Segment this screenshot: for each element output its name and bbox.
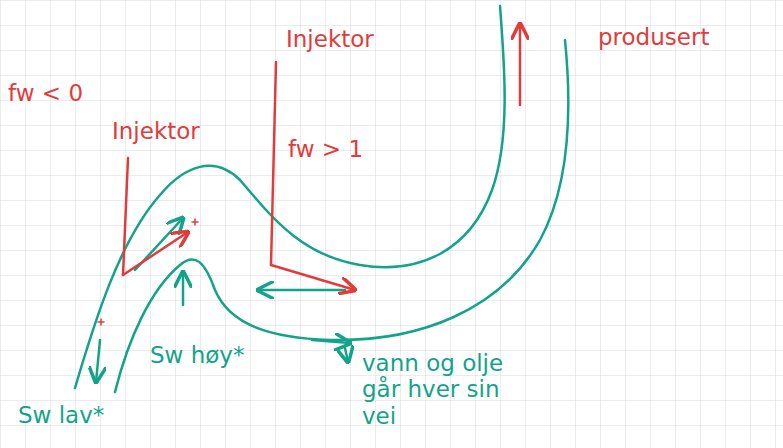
note-label: produsert: [598, 24, 709, 50]
asterisk: [98, 219, 198, 325]
flow-arrow: [345, 348, 348, 362]
note-label: fw < 0: [8, 80, 83, 106]
injector-line: [271, 62, 276, 265]
injector-arrow: [271, 265, 355, 290]
pipe-wall-upper: [75, 6, 505, 388]
flow-arrow: [258, 289, 345, 292]
flow-arrow: [96, 340, 100, 382]
note-label: Sw lav*: [18, 402, 104, 428]
injector-arrow: [123, 232, 188, 275]
note-label: Sw høy*: [150, 342, 244, 368]
note-label: Injektor: [112, 118, 200, 144]
production-arrow: [519, 24, 522, 105]
note-label: vann og olje går hver sin vei: [362, 350, 512, 429]
pipe-wall-lower: [115, 40, 568, 392]
note-label: Injektor: [286, 26, 374, 52]
injector-line: [123, 158, 128, 275]
note-label: fw > 1: [288, 136, 363, 162]
flow-arrow: [312, 340, 350, 343]
flow-arrow: [182, 272, 185, 305]
